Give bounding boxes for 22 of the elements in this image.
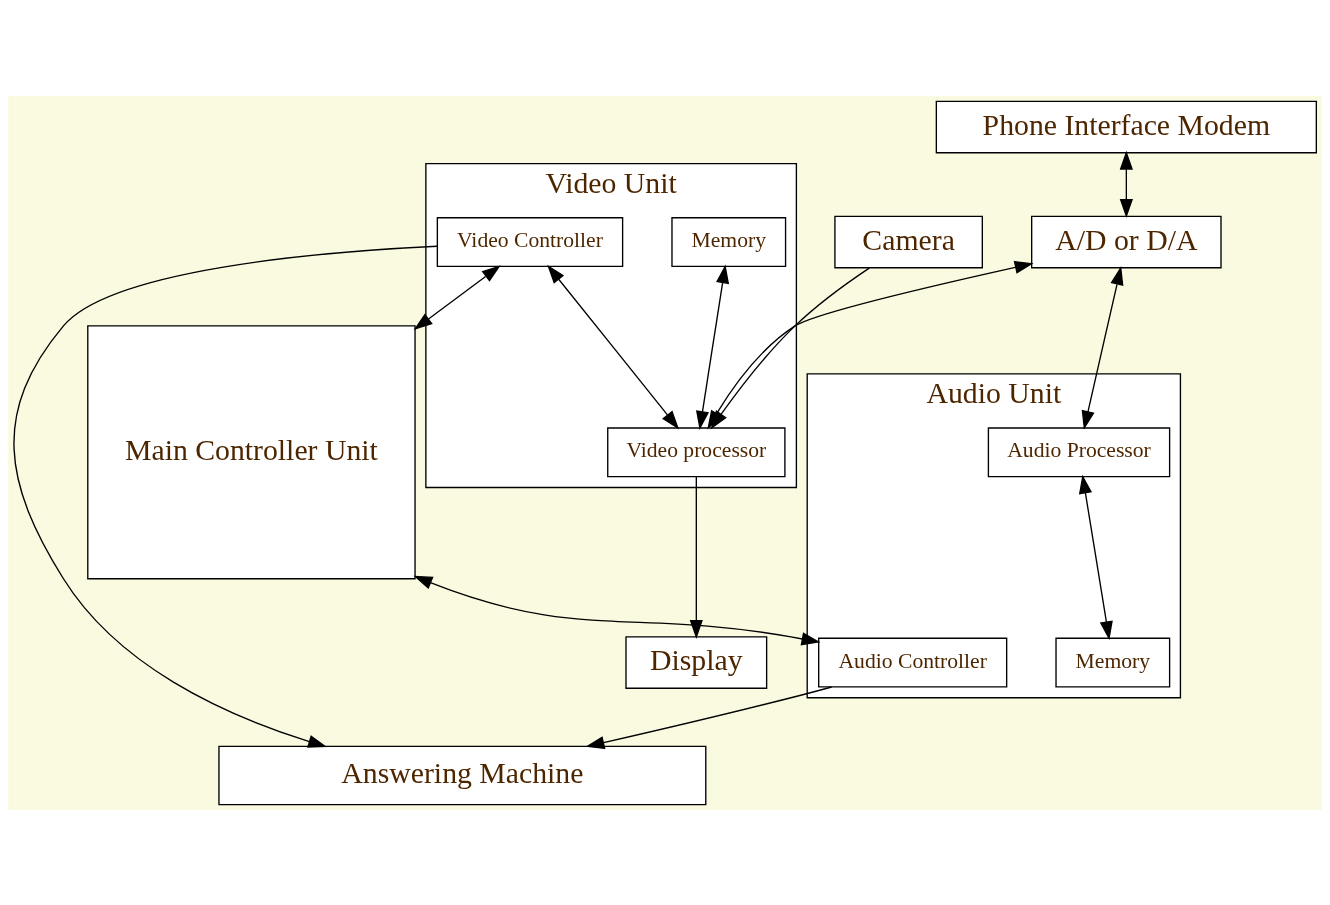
node-box: Memory	[671, 216, 787, 267]
arrow	[13, 245, 438, 748]
node-box: Audio Controller	[818, 637, 1008, 688]
node-box: Memory	[1055, 637, 1171, 688]
node-box: A/D or D/A	[1031, 215, 1222, 268]
node-box: Audio Processor	[987, 426, 1171, 477]
arrow	[1078, 474, 1113, 640]
node-box: Video Controller	[436, 216, 624, 267]
arrow	[585, 685, 833, 749]
arrow	[413, 264, 501, 330]
arrow	[547, 264, 680, 429]
node-box: Answering Machine	[218, 745, 707, 805]
node-box: Video processor	[607, 426, 786, 477]
arrow	[1119, 150, 1133, 218]
arrow	[689, 475, 703, 639]
node-box: Phone Interface Modem	[935, 100, 1317, 153]
node-box: Display	[625, 635, 768, 689]
node-box: Main Controller Unit	[87, 324, 416, 579]
node-box: Camera	[834, 215, 983, 268]
arrow	[413, 575, 821, 645]
arrow	[1081, 265, 1124, 430]
arrow	[710, 266, 870, 429]
